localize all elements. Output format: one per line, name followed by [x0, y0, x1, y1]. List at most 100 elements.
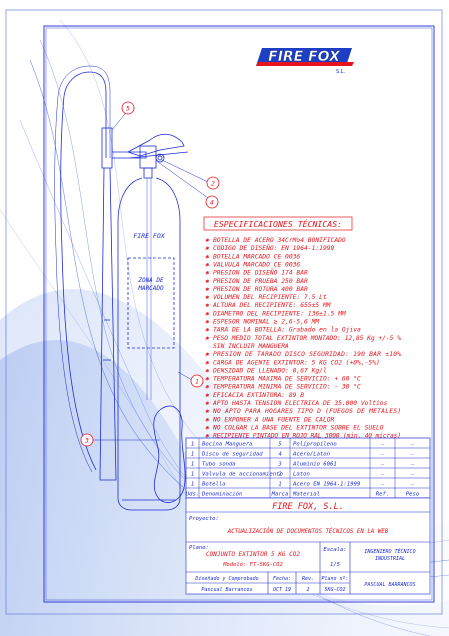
plan-label: Plano:	[189, 545, 209, 551]
spec-bullet: ✱	[205, 327, 210, 334]
spec-item: TARA DE LA BOTELLA: Grabado en la Ojiva	[213, 327, 361, 334]
svg-text:4: 4	[210, 199, 214, 207]
table-cell: Valvula de accionamiento	[202, 471, 283, 477]
table-cell: 1	[278, 481, 281, 487]
spec-item: CODIGO DE DISEÑO: EN 1964-1:1999	[213, 243, 335, 252]
spec-bullet: ✱	[205, 270, 210, 277]
spec-bullet: ✱	[205, 294, 210, 301]
spec-bullet: ✱	[205, 400, 210, 407]
spec-bullet: ✱	[205, 319, 210, 326]
spec-bullet: ✱	[205, 392, 210, 399]
plan-name: CONJUNTO EXTINTOR 5 KG CO2	[206, 551, 300, 558]
svg-text:5: 5	[126, 105, 130, 113]
spec-bullet: ✱	[205, 310, 210, 317]
spec-item: VOLUMEN DEL RECIPIENTE: 7.5 Lt	[213, 293, 327, 301]
spec-bullet: ✱	[205, 351, 210, 358]
discharge-horn	[101, 127, 113, 169]
table-cell: —	[410, 471, 415, 477]
table-cell: Tubo sonda	[202, 461, 236, 467]
table-cell: —	[380, 451, 385, 457]
scale-value: 1/5	[330, 562, 340, 568]
cylinder-base	[153, 405, 186, 503]
spec-item: NO APTO PARA HOGARES TIPO D (FUEGOS DE M…	[212, 408, 401, 415]
callout-5: 5	[121, 101, 135, 115]
marking-zone	[127, 257, 175, 349]
table-cell: —	[380, 471, 385, 477]
spec-item: APTO HASTA TENSION ELECTRICA DE 35.000 V…	[212, 399, 388, 407]
spec-bullet: ✱	[205, 335, 210, 342]
signature: PASCUAL BARRANCOS	[364, 582, 415, 588]
table-cell: Bocina Manguera	[202, 441, 253, 447]
table-cell: —	[410, 451, 415, 457]
table-header-cell: Peso	[406, 491, 420, 497]
spec-bullet: ✱	[205, 286, 210, 293]
table-header-cell: Marca	[271, 491, 289, 497]
spec-bullet: ✱	[205, 424, 210, 431]
spec-bullet: ✱	[205, 408, 210, 415]
table-cell: 4	[278, 451, 281, 457]
company-name: FIRE FOX, S.L.	[272, 502, 344, 512]
firefox-logo: FIRE FOX S.L.	[256, 48, 354, 75]
specifications: ESPECIFICACIONES TÉCNICAS: ✱BOTELLA DE A…	[203, 216, 401, 440]
callout-1: 1	[190, 374, 204, 388]
svg-text:3: 3	[84, 437, 89, 445]
spec-item: CARGA DE AGENTE EXTINTOR: 5 KG CO2 (+0%,…	[213, 359, 380, 366]
spec-bullet: ✱	[205, 367, 210, 374]
spec-bullet: ✱	[205, 278, 210, 285]
spec-item: NO COLGAR LA BASE DEL EXTINTOR SOBRE EL …	[212, 424, 384, 431]
table-cell: —	[410, 441, 415, 447]
spec-bullet: ✱	[205, 261, 210, 268]
specs-title: ESPECIFICACIONES TÉCNICAS:	[214, 218, 342, 229]
rev-value: 2	[306, 587, 309, 593]
project-label: Proyecto:	[189, 516, 219, 522]
svg-text:2: 2	[211, 180, 215, 188]
spec-item: TEMPERATURA MINIMA DE SERVICIO: - 30 °C	[213, 383, 361, 391]
logo-text: FIRE FOX	[268, 49, 341, 65]
table-cell: —	[410, 481, 415, 487]
rev-label: Rev.	[302, 576, 314, 582]
engineer-line-2: INDUSTRIAL	[375, 556, 405, 562]
spec-bullet: ✱	[205, 237, 210, 244]
table-cell: 1	[191, 461, 194, 467]
spec-bullet: ✱	[205, 253, 210, 260]
table-cell: Disco de seguridad	[201, 451, 263, 457]
spec-item: PRESION DE TARADO DISCO SEGURIDAD: 190 B…	[213, 351, 401, 358]
spec-item: DENSIDAD DE LLENADO: 0,67 Kg/l	[212, 367, 327, 374]
spec-item: ESPESOR NOMINAL ≥ 2,6-5,6 MM	[213, 319, 319, 326]
table-cell: 5	[278, 441, 282, 447]
table-cell: Aluminio 6061	[292, 461, 337, 467]
table-cell: Acero/Laton	[292, 451, 330, 457]
valve-handle	[127, 133, 185, 157]
spec-item: SIN INCLUIR MANGUERA	[213, 343, 289, 350]
spec-item: PESO MEDIO TOTAL EXTINTOR MONTADO: 12,85…	[213, 335, 401, 342]
spec-item: EFICACIA EXTINTORA: 89 B	[213, 392, 304, 399]
table-header-cell: Ref.	[376, 491, 389, 497]
spec-item: NO EXPONER A UNA FUENTE DE CALOR	[212, 416, 335, 423]
spec-item: TEMPERATURA MAXIMA DE SERVICIO: + 60 °C	[213, 375, 361, 383]
spec-bullet: ✱	[205, 416, 210, 423]
spec-item: RECIPIENTE PINTADO EN ROJO RAL 3000 (min…	[213, 433, 401, 440]
sheet-border-outer	[5, 9, 443, 615]
plan-no-value: 5KG-CO2	[324, 587, 345, 593]
spec-bullet: ✱	[205, 359, 210, 366]
date-value: OCT 19	[273, 587, 291, 593]
spec-item: PRESION DE DISEÑO 174 BAR	[213, 268, 308, 277]
title-block	[185, 497, 431, 595]
zone-label-1: ZONA DE	[137, 277, 164, 284]
date-label: Fecha:	[273, 576, 291, 582]
table-cell: —	[410, 461, 415, 467]
drawn-by: Pascual Barrancos	[201, 587, 252, 593]
table-cell: 1	[191, 441, 194, 447]
table-cell: 2	[278, 471, 282, 477]
table-cell: —	[380, 441, 385, 447]
plan-no-label: Plano nº:	[321, 576, 348, 582]
spec-bullet: ✱	[205, 376, 210, 383]
safety-disc	[155, 153, 165, 163]
spec-item: PRESION DE ROTURA 400 BAR	[213, 286, 308, 293]
scale-label: Escala:	[323, 547, 346, 553]
table-cell: Polipropileno	[293, 441, 337, 447]
spec-item: PRESION DE PRUEBA 250 BAR	[213, 278, 308, 285]
callout-4: 4	[205, 195, 219, 209]
plan-model: Modelo: FT-5KG-CO2	[222, 562, 283, 568]
